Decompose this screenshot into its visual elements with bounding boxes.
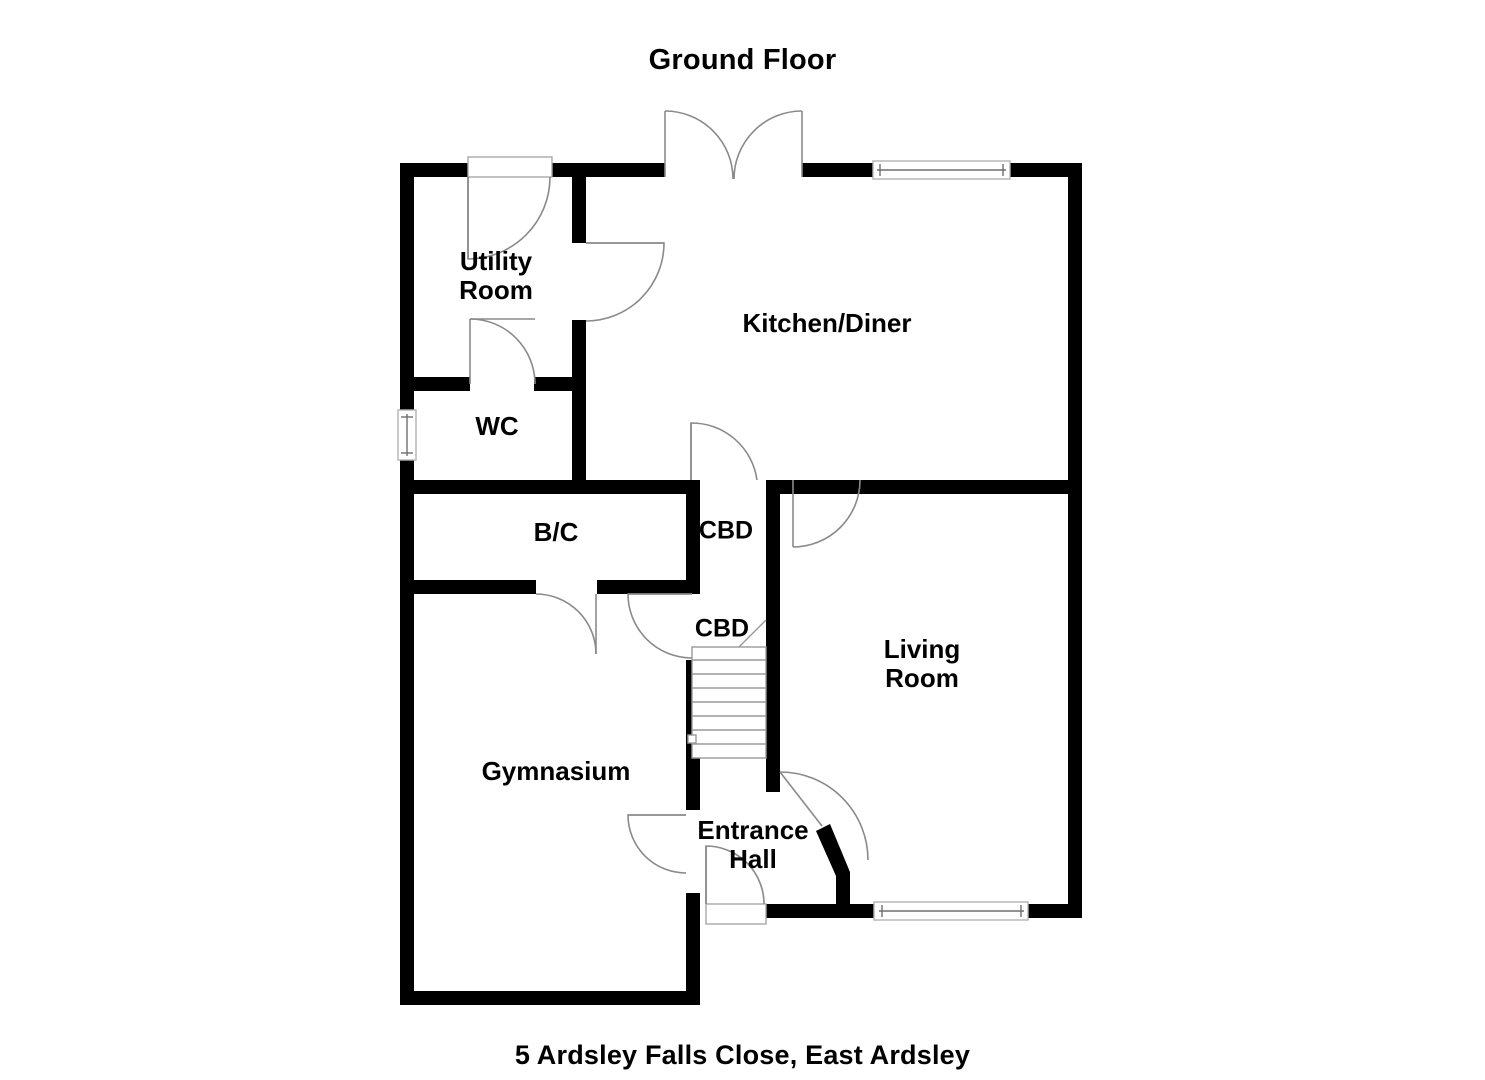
window-kitchen-north: [872, 160, 1011, 180]
wall-west-lower: [400, 459, 414, 1005]
wall-hall-east: [766, 580, 780, 792]
wall-south-living-right: [1027, 904, 1082, 918]
room-label-living-line2: Room: [885, 663, 959, 693]
window-wc-west: [397, 409, 417, 461]
room-label-bc: B/C: [534, 517, 579, 547]
room-label-living: Living Room: [884, 634, 961, 693]
room-label-hall-line1: Entrance: [697, 815, 808, 845]
door-utility-kitchen: [585, 242, 665, 322]
door-utility-external: [467, 156, 553, 260]
wall-group: [400, 163, 1082, 1005]
wall-bc-south-right: [597, 580, 700, 594]
staircase: [687, 619, 767, 759]
door-living-kitchen: [792, 479, 861, 548]
window-living-south: [873, 901, 1029, 921]
wall-cbd-west: [766, 480, 780, 580]
room-label-utility-line2: Room: [459, 275, 533, 305]
room-label-living-line1: Living: [884, 634, 961, 664]
wall-bc-north: [414, 480, 686, 494]
wall-utility-east-upper: [572, 177, 586, 243]
wall-bc-east: [686, 480, 700, 580]
room-label-utility-line1: Utility: [460, 246, 533, 276]
room-label-group: Utility Room Kitchen/Diner WC B/C CBD CB…: [459, 246, 960, 874]
wall-south-hall-stub: [766, 904, 874, 918]
room-label-wc: WC: [475, 411, 519, 441]
plan-caption: 5 Ardsley Falls Close, East Ardsley: [514, 1040, 971, 1070]
door-hall-gymnasium: [627, 814, 687, 874]
wall-north-right-a: [802, 163, 874, 177]
wall-north-right-b: [1009, 163, 1082, 177]
room-label-entrance-hall: Entrance Hall: [697, 815, 808, 874]
room-label-utility: Utility Room: [459, 246, 533, 305]
wall-south-gym: [400, 991, 700, 1005]
room-label-hall-line2: Hall: [729, 844, 777, 874]
room-label-gymnasium: Gymnasium: [482, 756, 631, 786]
wall-north-left: [400, 163, 468, 177]
room-label-kitchen-diner: Kitchen/Diner: [742, 308, 911, 338]
wall-utility-east-lower: [572, 320, 586, 480]
door-cbd-upper: [690, 422, 758, 481]
page-title: Ground Floor: [648, 44, 837, 76]
door-hall-living: [779, 771, 869, 861]
wall-gym-east-bottom: [686, 893, 700, 993]
window-group: [397, 160, 1029, 921]
door-gymnasium: [535, 593, 597, 655]
wall-east: [1068, 163, 1082, 918]
wall-north-mid: [551, 163, 665, 177]
wall-west-upper: [400, 163, 414, 413]
wall-cbd-north-stub: [686, 480, 700, 494]
wall-utility-wc-divider-b: [534, 377, 572, 391]
door-entrance-front: [705, 845, 767, 925]
door-group: [467, 110, 869, 925]
room-label-cbd-lower: CBD: [695, 615, 749, 643]
wall-hall-angled: [816, 824, 850, 904]
wall-living-north: [780, 480, 1068, 494]
door-kitchen-french: [664, 110, 803, 180]
room-label-cbd-upper: CBD: [699, 517, 753, 545]
door-cbd-lower: [627, 593, 693, 659]
door-wc: [469, 318, 536, 385]
wall-utility-wc-divider: [414, 377, 470, 391]
wall-bc-south-left: [414, 580, 536, 594]
